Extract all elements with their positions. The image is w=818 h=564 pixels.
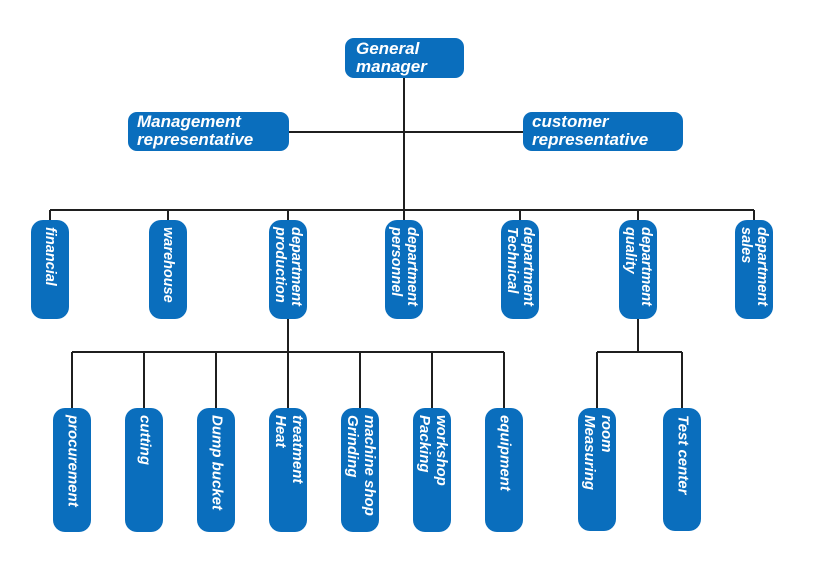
node-label: equipment — [496, 415, 514, 491]
node-personnel-department: personnel department — [385, 220, 423, 319]
node-label: Management representative — [137, 112, 254, 149]
node-grinding-machine-shop: Grinding machine shop — [341, 408, 379, 532]
node-technical-department: Technical department — [501, 220, 539, 319]
node-label: procurement — [64, 415, 82, 507]
node-management-representative: Management representative — [128, 112, 289, 151]
node-general-manager: General manager — [345, 38, 464, 78]
node-label: quality department — [622, 227, 655, 306]
node-measuring-room: Measuring room — [578, 408, 616, 531]
node-label: Measuring room — [581, 415, 615, 491]
node-heat-treatment: Heat treatment — [269, 408, 307, 532]
node-label: cutting — [136, 415, 154, 465]
node-cutting: cutting — [125, 408, 163, 532]
node-label: Technical department — [504, 227, 537, 306]
node-test-center: Test center — [663, 408, 701, 531]
node-quality-department: quality department — [619, 220, 657, 319]
node-label: customer representative — [532, 112, 649, 149]
node-label: warehouse — [160, 227, 177, 303]
node-label: Dump bucket — [208, 415, 226, 511]
node-packing-workshop: Packing workshop — [413, 408, 451, 532]
node-label: Grinding machine shop — [344, 415, 378, 516]
node-label: production department — [272, 227, 305, 306]
node-label: Packing workshop — [416, 415, 450, 486]
node-warehouse: warehouse — [149, 220, 187, 319]
node-label: financial — [42, 227, 59, 286]
node-financial: financial — [31, 220, 69, 319]
node-label: Heat treatment — [272, 415, 306, 484]
node-label: sales department — [738, 227, 771, 306]
node-customer-representative: customer representative — [523, 112, 683, 151]
node-production-department: production department — [269, 220, 307, 319]
node-sales-department: sales department — [735, 220, 773, 319]
node-label: personnel department — [388, 227, 421, 306]
node-dump-bucket: Dump bucket — [197, 408, 235, 532]
node-label: General manager — [356, 39, 427, 76]
node-equipment: equipment — [485, 408, 523, 532]
node-label: Test center — [674, 415, 692, 495]
node-procurement: procurement — [53, 408, 91, 532]
